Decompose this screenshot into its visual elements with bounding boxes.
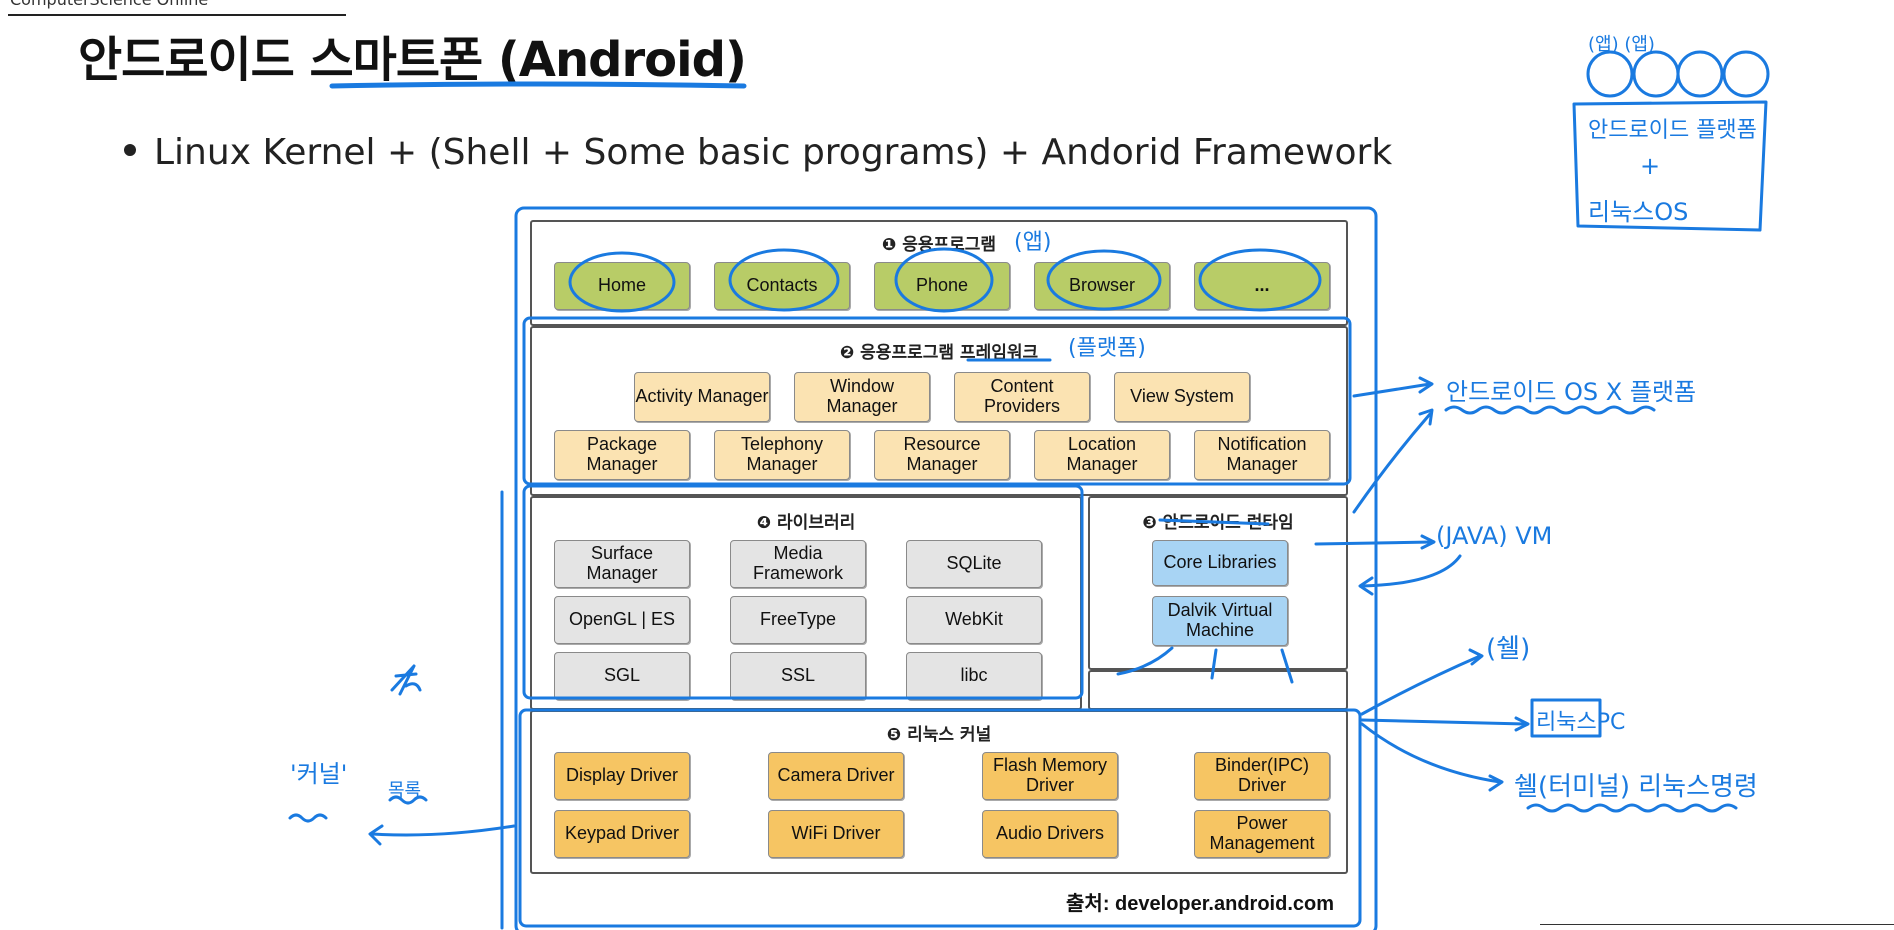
fw-window-manager: Window Manager <box>794 372 930 422</box>
lib-webkit: WebKit <box>906 596 1042 644</box>
lib-opengl-es: OpenGL | ES <box>554 596 690 644</box>
ink-top-right-box <box>1572 100 1768 232</box>
ink-arrow-runtime-up <box>1352 412 1432 514</box>
lib-media-framework: Media Framework <box>730 540 866 588</box>
apps-layer-title: ❶ 응용프로그램 <box>881 235 997 255</box>
lib-ssl: SSL <box>730 652 866 700</box>
lib-sgl: SGL <box>554 652 690 700</box>
app-contacts: Contacts <box>714 262 850 310</box>
ink-arrow-javavm-back <box>1360 554 1462 588</box>
ink-java-vm: (JAVA) VM <box>1436 522 1553 550</box>
ink-arrow-javavm <box>1314 540 1434 546</box>
rt-dalvik-vm: Dalvik Virtual Machine <box>1152 596 1288 646</box>
ink-arrow-shell <box>1360 654 1482 716</box>
lib-sqlite: SQLite <box>906 540 1042 588</box>
framework-layer: ❷ 응용프로그램 프레임워크 Activity Manager Window M… <box>530 326 1348 496</box>
ink-left-small: 목록 <box>388 780 422 801</box>
lib-surface-manager: Surface Manager <box>554 540 690 588</box>
ink-shell: (쉘) <box>1486 634 1531 664</box>
fw-activity-manager: Activity Manager <box>634 372 770 422</box>
kernel-layer: ❺ 리눅스 커널 Display Driver Camera Driver Fl… <box>530 710 1348 874</box>
ink-arrow-shell-cmd <box>1360 722 1502 784</box>
rt-core-libraries: Core Libraries <box>1152 540 1288 586</box>
bullet-text: Linux Kernel + (Shell + Some basic progr… <box>154 132 1393 173</box>
kernel-layer-title: ❺ 리눅스 커널 <box>886 725 992 745</box>
kern-wifi-driver: WiFi Driver <box>768 810 904 858</box>
fw-telephony-manager: Telephony Manager <box>714 430 850 480</box>
kern-display-driver: Display Driver <box>554 752 690 800</box>
runtime-layer: ❸ 안드로이드 런타임 Core Libraries Dalvik Virtua… <box>1088 496 1348 670</box>
ink-kernel-frame <box>518 708 1362 928</box>
ink-underline-runtime <box>1158 518 1270 526</box>
ink-top-right-os: 리눅스OS <box>1588 198 1689 226</box>
libraries-layer: ❹ 라이브러리 Surface Manager Media Framework … <box>530 496 1082 710</box>
ink-library-frame <box>522 484 1084 700</box>
ink-platform-paren: (플랫폼) <box>1068 336 1146 361</box>
ink-linuxpc-box <box>1530 698 1602 738</box>
fw-notification-manager: Notification Manager <box>1194 430 1330 480</box>
kern-audio-drivers: Audio Drivers <box>982 810 1118 858</box>
fw-content-providers: Content Providers <box>954 372 1090 422</box>
kern-keypad-driver: Keypad Driver <box>554 810 690 858</box>
fw-location-manager: Location Manager <box>1034 430 1170 480</box>
ink-linux-pc: 리눅스PC <box>1536 710 1626 735</box>
ink-os-platform: 안드로이드 OS X 플랫폼 <box>1446 378 1697 406</box>
header-divider <box>8 14 346 16</box>
lib-freetype: FreeType <box>730 596 866 644</box>
ink-shell-cmd: 쉘(터미널) 리눅스명령 <box>1514 772 1758 802</box>
ink-arrow-kernel-left <box>370 824 516 837</box>
fw-package-manager: Package Manager <box>554 430 690 480</box>
fw-view-system: View System <box>1114 372 1250 422</box>
framework-layer-title: ❷ 응용프로그램 프레임워크 <box>839 343 1039 363</box>
ink-app-paren: (앱) <box>1014 230 1052 255</box>
ink-circle-phone <box>894 247 994 313</box>
ink-circle-browser <box>1046 249 1162 311</box>
apps-layer: ❶ 응용프로그램 Home Contacts Phone Browser ... <box>530 220 1348 326</box>
ink-framework-frame <box>522 316 1352 486</box>
ink-arrow-linuxpc <box>1360 718 1528 726</box>
app-phone: Phone <box>874 262 1010 310</box>
kern-camera-driver: Camera Driver <box>768 752 904 800</box>
bullet-item: Linux Kernel + (Shell + Some basic progr… <box>124 132 1392 173</box>
android-architecture-diagram: ❶ 응용프로그램 Home Contacts Phone Browser ...… <box>522 214 1352 924</box>
title-underline-ink <box>329 81 747 89</box>
bullet-dot <box>124 144 136 156</box>
lib-libc: libc <box>906 652 1042 700</box>
ink-top-right-platform: 안드로이드 플랫폼 <box>1588 118 1757 143</box>
slide-title: 안드로이드 스마트폰 (Android) <box>78 32 747 88</box>
ink-top-right-apps: (앱) (앱) <box>1588 34 1655 55</box>
source-credit: 출처: developer.android.com <box>1066 893 1334 915</box>
ink-outer-frame <box>514 206 1378 930</box>
ink-circle-home <box>568 251 676 313</box>
kern-flash-memory-driver: Flash Memory Driver <box>982 752 1118 800</box>
ink-circle-contacts <box>728 248 840 312</box>
libraries-layer-title: ❹ 라이브러리 <box>756 513 856 533</box>
ink-top-right-plus: + <box>1640 152 1661 180</box>
fw-resource-manager: Resource Manager <box>874 430 1010 480</box>
kern-binder-driver: Binder(IPC) Driver <box>1194 752 1330 800</box>
kern-power-management: Power Management <box>1194 810 1330 858</box>
ink-kernel-quote: '커널' <box>290 760 348 788</box>
channel-label: ComputerScience Online <box>10 0 208 9</box>
bottom-right-rule <box>1540 924 1894 925</box>
ink-arrow-platform <box>1352 382 1432 398</box>
ink-circle-more <box>1198 248 1322 312</box>
app-home: Home <box>554 262 690 310</box>
app-browser: Browser <box>1034 262 1170 310</box>
